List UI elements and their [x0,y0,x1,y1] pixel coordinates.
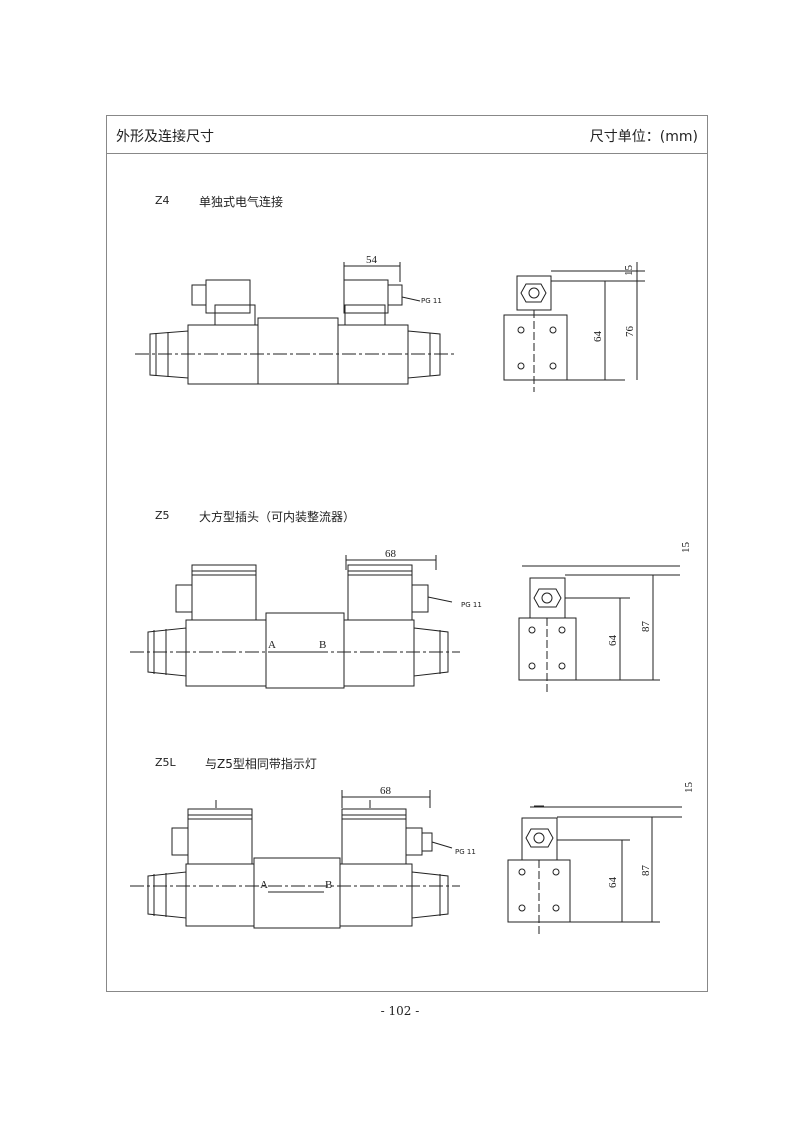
z5-port-b: B [319,639,326,651]
section-heading: 外形及连接尺寸 [116,129,214,145]
section-title-z5: 大方型插头（可内装整流器） [199,510,356,524]
z5-dim-15: 15 [680,542,692,554]
z5l-side-view [507,805,682,934]
header-divider [106,153,708,154]
z5l-port-b: B [325,879,332,891]
z5-dim-68: 68 [385,548,397,560]
z5l-pg-label: PG 11 [455,848,476,856]
z5-pg-label: PG 11 [461,601,482,609]
section-title-z4: 单独式电气连接 [199,195,284,209]
z5l-dim-87: 87 [640,865,652,877]
z5l-dim-15: 15 [683,782,695,794]
z4-side-view [503,262,645,392]
section-code-z4: Z4 [155,194,170,207]
z4-front-view [135,262,455,385]
unit-label: 尺寸单位：(mm) [589,129,698,145]
z5-side-view [518,565,680,692]
z5-dim-87: 87 [640,621,652,633]
z4-pg-label: PG 11 [421,297,442,305]
z5l-dim-64: 64 [607,877,619,889]
page-frame [106,115,708,992]
z5-port-a: A [268,639,276,651]
z5l-dim-68: 68 [380,785,392,797]
z5l-front-view [130,790,460,929]
z4-dim-64: 64 [592,331,604,343]
z4-dim-76: 76 [624,326,636,338]
z5-dim-64: 64 [607,635,619,647]
z4-dim-54: 54 [366,254,378,266]
z5l-port-a: A [260,879,268,891]
z4-dim-15: 15 [623,265,635,277]
z5-front-view [130,555,460,689]
section-title-z5l: 与Z5型相同带指示灯 [205,757,317,771]
section-code-z5: Z5 [155,509,170,522]
page-number: - 102 - [380,1004,420,1018]
section-code-z5l: Z5L [155,756,176,769]
